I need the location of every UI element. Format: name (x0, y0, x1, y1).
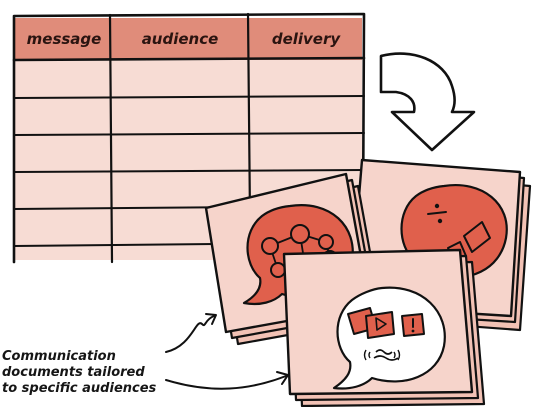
row-line-5 (13, 243, 216, 247)
row-line-2 (13, 132, 365, 136)
transform-arrow-icon (379, 52, 476, 152)
header-divider (12, 56, 366, 62)
table-header-background (14, 18, 362, 60)
column-divider-2 (246, 12, 252, 220)
column-header-delivery: delivery (272, 30, 342, 48)
callout-arrows (165, 313, 289, 390)
caption: Communication documents tailored to spec… (2, 349, 157, 396)
caption-line-2: documents tailored (2, 365, 145, 380)
column-header-audience: audience (142, 30, 219, 48)
audience-table: message audience delivery (12, 12, 366, 264)
caption-line-1: Communication (2, 349, 116, 364)
column-divider-1 (108, 13, 114, 264)
column-header-message: message (27, 30, 102, 48)
row-line-3 (13, 169, 365, 173)
caption-line-3: to specific audiences (2, 381, 157, 396)
row-line-1 (13, 95, 365, 99)
media-speech-bubble-icon (332, 286, 446, 390)
